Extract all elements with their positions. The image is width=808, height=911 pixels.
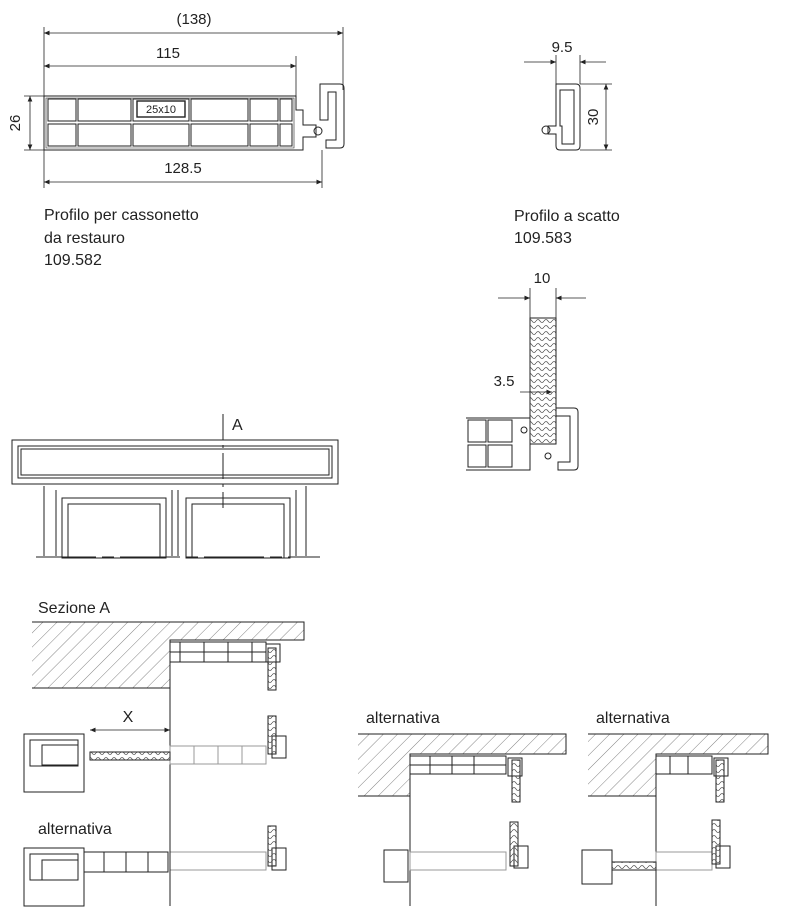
tube-label: 25x10	[146, 104, 176, 116]
alternativa-label-3: alternativa	[596, 710, 670, 727]
profile-583-code: 109.583	[514, 230, 572, 247]
gap-x-label: X	[123, 709, 134, 726]
elevation-drawing	[11, 414, 339, 559]
wood-panel	[529, 317, 557, 445]
dim-bottom-label: 128.5	[164, 160, 202, 177]
dim-step-label: 3.5	[494, 373, 515, 390]
section-title: Sezione A	[38, 600, 110, 617]
dim-overall-label: (138)	[176, 11, 211, 28]
dim-thickness-label: 10	[534, 270, 551, 287]
profile-582-section	[43, 83, 345, 151]
profile-583-drawing: 9.5 30	[524, 39, 612, 151]
section-alternative-3	[581, 733, 769, 906]
dim-583-height-label: 30	[585, 109, 602, 126]
section-alternative-2	[358, 733, 567, 906]
section-frame-closed	[23, 816, 287, 907]
profile-582-code: 109.582	[44, 252, 102, 269]
panel-detail-drawing: 10 3.5	[466, 270, 586, 471]
reinforcement-tube	[136, 100, 186, 118]
alternativa-label-2: alternativa	[366, 710, 440, 727]
profile-582-drawing: (138) 115 26	[7, 11, 345, 188]
dim-inner-label: 115	[156, 45, 180, 62]
profile-583-section	[547, 83, 581, 151]
section-frame-open	[23, 715, 287, 793]
profile-582-caption-line1: Profilo per cassonetto	[44, 207, 199, 224]
profile-583-caption-line1: Profilo a scatto	[514, 208, 620, 225]
section-a-main	[32, 621, 305, 816]
section-marker-label: A	[232, 417, 243, 434]
dim-583-width-label: 9.5	[552, 39, 573, 56]
alternativa-label-1: alternativa	[38, 821, 112, 838]
dim-height-label: 26	[7, 115, 24, 132]
profile-582-caption-line2: da restauro	[44, 230, 125, 247]
